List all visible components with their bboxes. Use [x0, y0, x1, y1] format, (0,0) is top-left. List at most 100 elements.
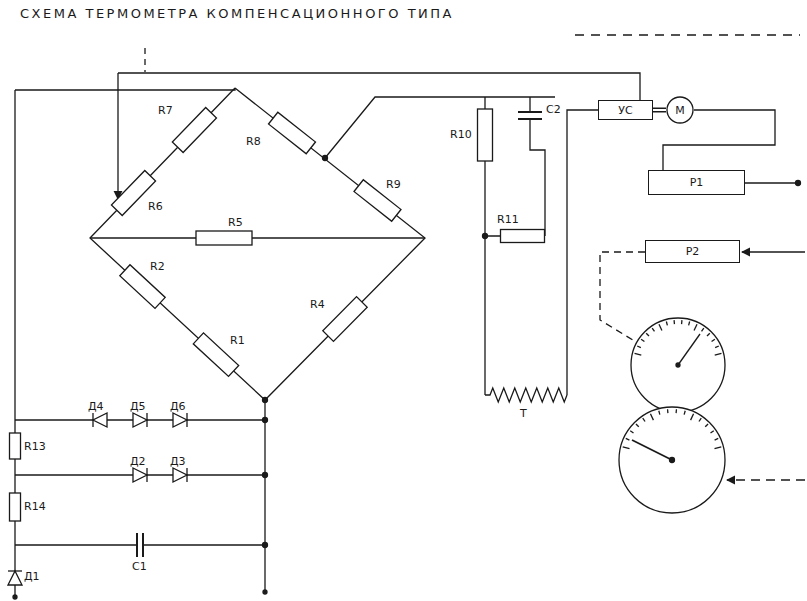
node-text: P2 [686, 245, 700, 258]
dial-tick [705, 424, 708, 427]
resistor-symbol [269, 112, 316, 154]
resistor-symbol [196, 231, 252, 245]
dial-tick [699, 418, 701, 421]
wire [15, 544, 265, 545]
diode-symbol [93, 413, 107, 427]
part-label: Д6 [170, 400, 186, 413]
motor-circle: M [666, 96, 694, 124]
dial-tick [707, 333, 710, 336]
dial-tick [646, 333, 649, 336]
terminal [796, 181, 801, 186]
reducer-box: P1 [648, 170, 745, 195]
junction-dot [263, 418, 268, 423]
part-label: R5 [228, 216, 243, 229]
junction-dot [263, 473, 268, 478]
coil-symbol [485, 388, 567, 402]
part-label: R11 [497, 213, 519, 226]
part-label: R9 [386, 178, 401, 191]
junction-dot [323, 156, 328, 161]
junction-dot [483, 234, 488, 239]
dial-tick [636, 424, 639, 427]
dial-tick [673, 320, 675, 324]
capacitor-symbol [518, 112, 542, 119]
resistor-symbol [501, 230, 545, 243]
dial-tick [711, 431, 714, 433]
dial-tick [667, 409, 669, 413]
part-label: C2 [546, 103, 561, 116]
slider-arrow [117, 73, 118, 199]
part-label: R1 [230, 334, 245, 347]
dial-needle [632, 440, 672, 460]
part-label: T [520, 407, 527, 420]
part-label: R6 [148, 200, 163, 213]
part-label: R10 [450, 128, 472, 141]
part-label: Д5 [130, 400, 146, 413]
part-label: R7 [158, 104, 173, 117]
dial-back [631, 318, 725, 412]
dial-tick [691, 414, 694, 420]
resistor-symbol [10, 493, 21, 521]
part-label: Д3 [170, 455, 186, 468]
part-label: Д4 [88, 400, 104, 413]
dial-tick [715, 353, 722, 355]
dashed-link [727, 479, 805, 480]
dial-tick [715, 346, 719, 348]
wire [90, 237, 425, 238]
node-text: УС [618, 104, 632, 117]
dial-tick [694, 324, 697, 330]
dial-tick [635, 353, 642, 355]
wire [325, 97, 555, 158]
dial-tick [689, 322, 690, 326]
wire [14, 90, 15, 598]
dial-tick [715, 447, 722, 449]
dial-tick [702, 328, 704, 331]
wire [118, 73, 640, 100]
dial-tick [675, 409, 677, 413]
dial-tick [630, 431, 633, 433]
node-text: M [675, 104, 685, 117]
part-label: Д1 [24, 570, 40, 583]
diode-symbol [8, 571, 22, 585]
reducer-box: P2 [645, 240, 740, 263]
wire [264, 400, 265, 590]
terminal [263, 590, 267, 594]
diode-symbol [133, 413, 147, 427]
resistor-symbol [323, 297, 367, 342]
dial-tick [637, 346, 641, 348]
dial-tick [641, 339, 644, 341]
dial-needle [678, 334, 700, 365]
capacitor-symbol [137, 533, 143, 557]
part-label: R8 [246, 135, 261, 148]
junction-dot [263, 398, 268, 403]
resistor-symbol [10, 433, 21, 459]
diode-symbol [133, 468, 147, 482]
part-label: R13 [24, 440, 46, 453]
dashed-link [600, 252, 645, 342]
dial-tick [684, 411, 685, 415]
dial-pivot [676, 363, 680, 367]
dial-tick [659, 411, 660, 415]
dashed-link [575, 34, 800, 35]
node-text: P1 [690, 176, 704, 189]
dial-tick [712, 339, 715, 341]
terminal [13, 595, 17, 599]
resistor-symbol [478, 109, 493, 161]
wire [567, 110, 598, 395]
dial-tick [681, 320, 683, 324]
dial-tick [643, 418, 645, 421]
diode-symbol [173, 413, 187, 427]
dial-tick [666, 322, 667, 326]
dial-pivot [670, 458, 675, 463]
connector [653, 108, 666, 113]
dial-tick [715, 438, 719, 440]
diode-symbol [173, 468, 187, 482]
junction-dot [263, 543, 268, 548]
dial-tick [650, 414, 653, 420]
wire [15, 88, 235, 90]
resistor-symbol [172, 108, 216, 153]
dial-tick [623, 447, 630, 449]
dial-tick [652, 328, 654, 331]
part-label: R2 [150, 260, 165, 273]
